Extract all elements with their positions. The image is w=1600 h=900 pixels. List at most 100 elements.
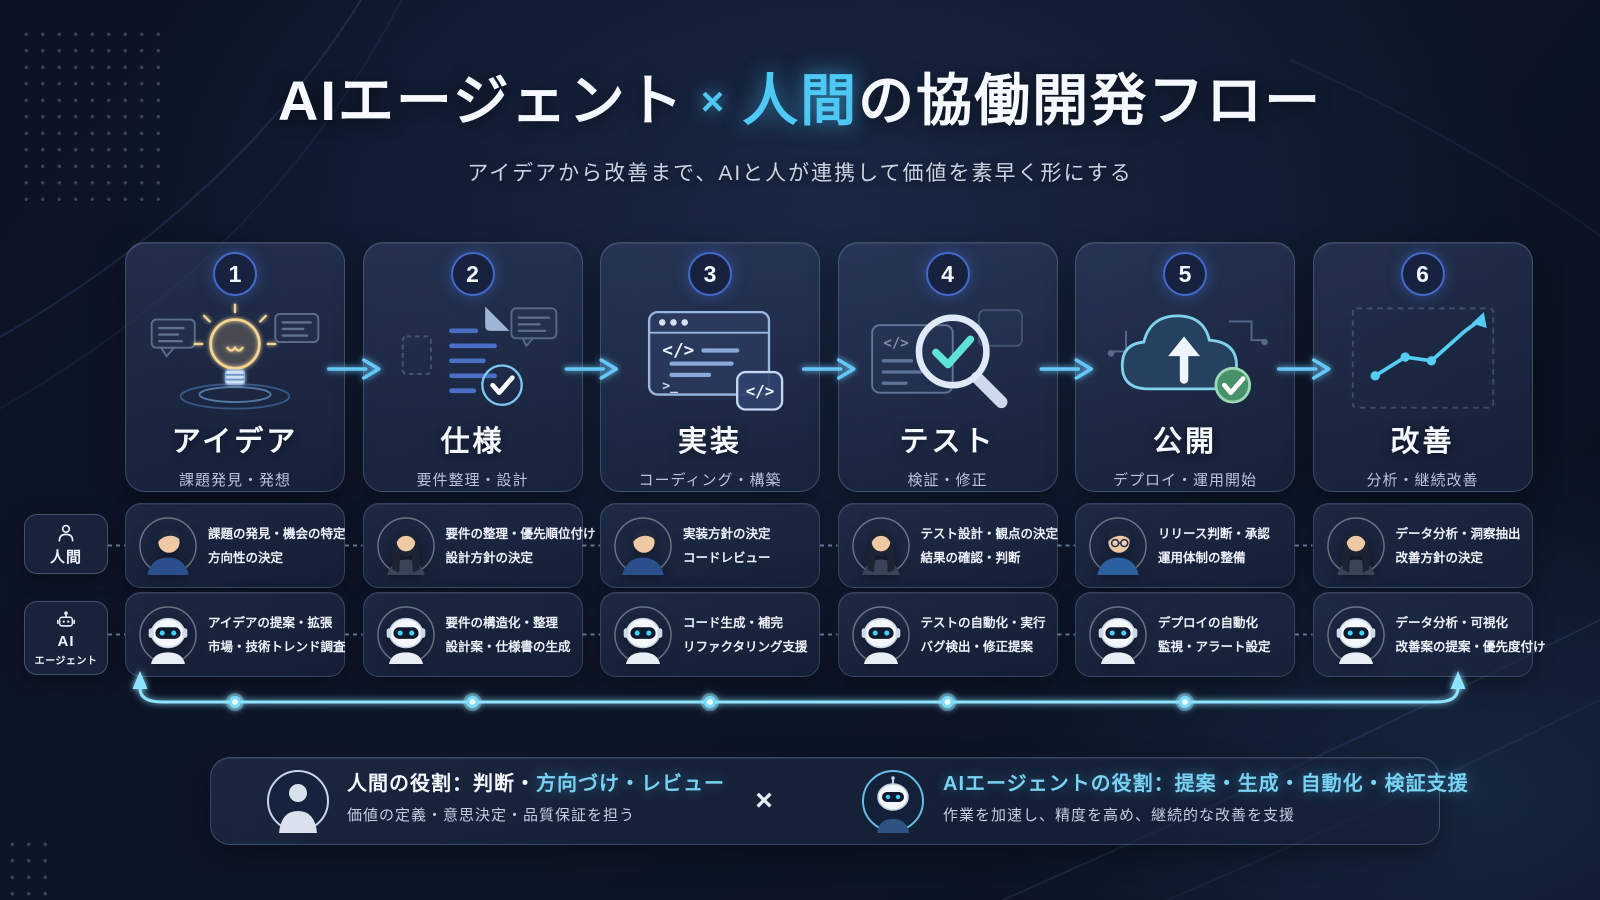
step-number-badge: 5: [1163, 252, 1207, 296]
human-role-text: リリース判断・承認 運用体制の整備: [1158, 522, 1270, 570]
ai-role-text: データ分析・可視化 改善案の提案・優先度付け: [1396, 611, 1546, 659]
step-icon: </> >_ </>: [618, 299, 802, 417]
ai-role-text: コード生成・補完 リファクタリング支援: [683, 611, 808, 659]
human-role-title-label: 人間の役割：判断・: [347, 773, 536, 795]
human-role-row: 課題の発見・機会の特定 方向性の決定: [125, 503, 346, 588]
svg-text:>_: >_: [662, 379, 678, 394]
decor-dot-grid: [4, 836, 52, 896]
step-card: 3 </> >_ </> 実装 コーディング・構築: [600, 242, 820, 492]
ai-legend-text: AIエージェントの役割：提案・生成・自動化・検証支援 作業を加速し、精度を高め、…: [943, 771, 1469, 825]
ai-role-legend-subtitle: 作業を加速し、精度を高め、継続的な改善を支援: [943, 807, 1296, 824]
step-title: テスト: [899, 426, 996, 458]
decor-dot-grid: [18, 26, 170, 212]
ai-role-line: バグ検出・修正提案: [920, 639, 1034, 654]
man-glasses-avatar: [1089, 516, 1147, 575]
human-role-row: リリース判断・承認 運用体制の整備: [1075, 503, 1295, 588]
ai-role-line: データ分析・可視化: [1395, 615, 1509, 630]
title-human-accent: 人間: [742, 69, 859, 132]
ai-lane-text-top: AI: [57, 633, 75, 650]
ai-role-line: テストの自動化・実行: [920, 615, 1046, 630]
step-column: 1 アイデア 課題発見・発想: [125, 242, 346, 677]
step-subtitle: 検証・修正: [907, 472, 988, 489]
human-role-line: 設計方針の決定: [445, 550, 534, 565]
step-subtitle: 分析・継続改善: [1366, 472, 1479, 489]
human-role-text: 課題の発見・機会の特定 方向性の決定: [208, 522, 346, 570]
human-role-line: 運用体制の整備: [1158, 550, 1246, 565]
ai-role-line: 監視・アラート設定: [1158, 639, 1271, 654]
step-title: アイデア: [171, 426, 299, 458]
step-subtitle: デプロイ・運用開始: [1112, 472, 1257, 489]
step-card: 2 仕様 要件整理・設計: [362, 242, 583, 492]
ai-role-text: アイデアの提案・拡張 市場・技術トレンド調査: [208, 611, 346, 659]
human-role-line: 課題の発見・機会の特定: [208, 526, 346, 541]
robot-avatar: [851, 605, 910, 664]
human-role-title-accent: 方向づけ・レビュー: [536, 773, 725, 795]
step-icon: [381, 299, 565, 417]
human-role-line: コードレビュー: [683, 550, 771, 565]
woman-avatar: [851, 516, 910, 575]
woman-avatar: [376, 516, 435, 575]
step-number-badge: 2: [450, 252, 495, 296]
ai-legend-avatar: [861, 769, 925, 833]
human-role-text: データ分析・洞察抽出 改善方針の決定: [1396, 522, 1521, 570]
ai-role-row: テストの自動化・実行 バグ検出・修正提案: [837, 592, 1058, 677]
ai-role-row: データ分析・可視化 改善案の提案・優先度付け: [1312, 592, 1546, 677]
human-role-line: 実装方針の決定: [683, 526, 771, 541]
step-column: 6 改善 分析・継続改善 データ分析・洞察抽出: [1312, 242, 1546, 677]
ai-lane-label: AI エージェント: [24, 601, 108, 675]
svg-text:</>: </>: [883, 336, 908, 352]
step-icon: </>: [856, 299, 1040, 417]
step-number-badge: 3: [688, 252, 732, 296]
step-subtitle: 要件整理・設計: [416, 472, 529, 489]
human-legend-text: 人間の役割：判断・方向づけ・レビュー 価値の定義・意思決定・品質保証を担う: [347, 771, 725, 825]
human-role-line: 結果の確認・判断: [920, 550, 1021, 565]
step-subtitle: コーディング・構築: [638, 472, 782, 489]
ai-role-line: コード生成・補完: [683, 615, 784, 630]
human-role-legend-title: 人間の役割：判断・方向づけ・レビュー: [347, 771, 725, 797]
step-column: 4 </> テスト 検証・修正: [837, 242, 1059, 677]
ai-role-legend-title: AIエージェントの役割：提案・生成・自動化・検証支援: [943, 773, 1469, 795]
human-role-line: 改善方針の決定: [1395, 550, 1484, 565]
legend-multiply-separator: ×: [755, 784, 773, 817]
roles-legend-panel: 人間の役割：判断・方向づけ・レビュー 価値の定義・意思決定・品質保証を担う × …: [210, 757, 1468, 845]
human-legend-avatar: [266, 769, 330, 833]
human-lane-label: 人間: [24, 514, 108, 574]
robot-avatar: [1326, 605, 1385, 664]
step-number-badge: 4: [925, 252, 970, 296]
ai-role-line: アイデアの提案・拡張: [208, 615, 333, 630]
step-column: 2 仕様 要件整理・設計: [362, 242, 596, 677]
human-role-line: 方向性の決定: [208, 550, 284, 565]
svg-text:</>: </>: [662, 340, 694, 361]
step-number: 4: [941, 260, 954, 287]
multiply-icon: ×: [700, 80, 727, 124]
robot-avatar: [614, 605, 672, 664]
human-role-row: 実装方針の決定 コードレビュー: [600, 503, 820, 588]
robot-avatar: [376, 605, 435, 664]
human-role-legend-subtitle: 価値の定義・意思決定・品質保証を担う: [347, 807, 636, 824]
step-number: 2: [466, 260, 479, 287]
step-number: 6: [1416, 260, 1429, 287]
step-card: 4 </> テスト 検証・修正: [837, 242, 1058, 492]
step-icon: [143, 299, 327, 417]
person-icon: [55, 522, 77, 544]
step-card: 6 改善 分析・継続改善: [1312, 242, 1533, 492]
step-number-badge: 6: [1400, 252, 1445, 296]
step-number: 1: [228, 260, 242, 287]
ai-role-line: 設計案・仕様書の生成: [445, 639, 571, 654]
robot-avatar: [139, 605, 197, 664]
step-column: 5 公開 デプロイ・運用開始 リリー: [1075, 242, 1295, 677]
ai-lane-text-bottom: エージェント: [34, 656, 98, 667]
human-lane-text: 人間: [49, 548, 82, 566]
human-role-line: テスト設計・観点の決定: [920, 526, 1059, 541]
ai-role-line: 市場・技術トレンド調査: [208, 639, 346, 654]
step-column: 3 </> >_ </> 実装 コーディング・構築 実装方針の決定: [600, 242, 820, 677]
page-title: AIエージェント×人間の協働開発フロー: [0, 56, 1600, 137]
man-avatar: [614, 516, 672, 575]
human-role-line: 要件の整理・優先順位付け: [445, 526, 596, 541]
step-icon: [1093, 299, 1277, 417]
ai-role-row: 要件の構造化・整理 設計案・仕様書の生成: [362, 592, 583, 677]
human-role-row: データ分析・洞察抽出 改善方針の決定: [1312, 503, 1533, 588]
ai-role-line: 改善案の提案・優先度付け: [1395, 639, 1546, 654]
woman-avatar: [1326, 516, 1385, 575]
step-icon: [1331, 299, 1515, 417]
